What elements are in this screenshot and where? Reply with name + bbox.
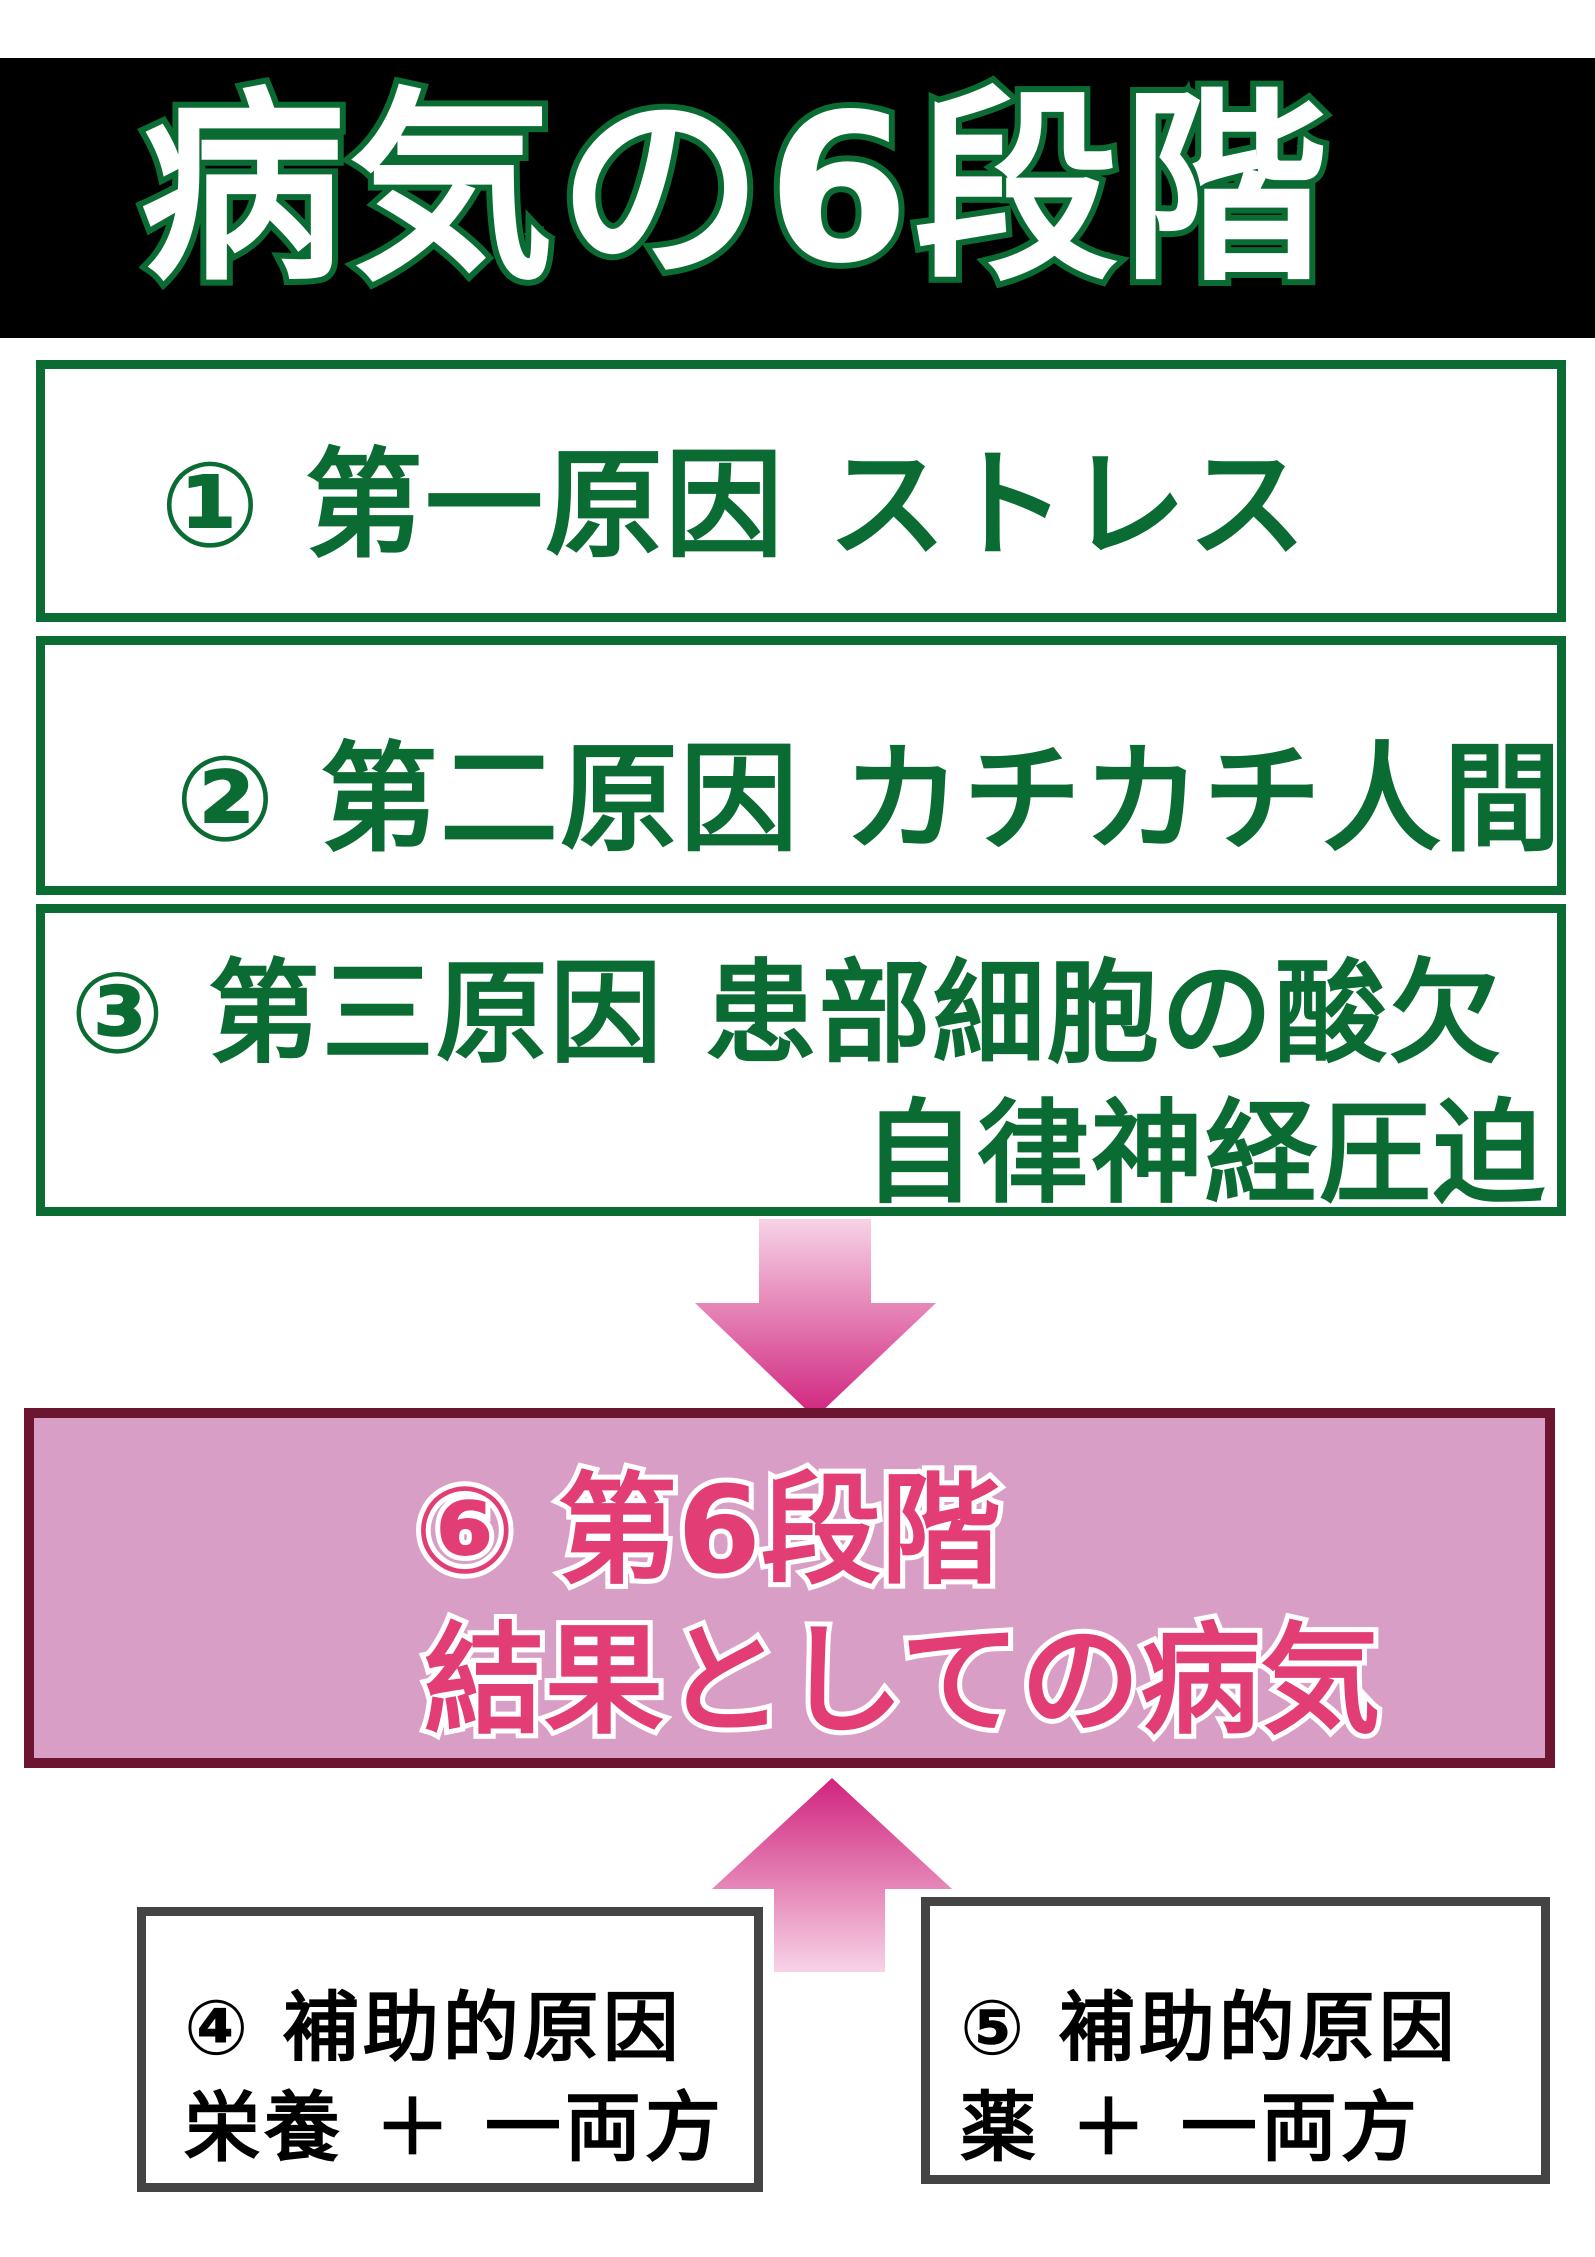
stage-3-box: ③ 第三原因 患部細胞の酸欠 自律神経圧迫 [36,904,1566,1219]
stage-5-box: ⑤ 補助的原因 薬 ＋ 一両方 [921,1897,1550,2184]
stage-5-line2: 薬 ＋ 一両方 [960,2083,1421,2172]
stage-6-label: ⑥ 第6段階 [409,1457,1006,1606]
page-title: 病気の6段階 [134,65,1334,315]
up-arrow-icon [712,1778,952,1972]
stage-3-line2: 自律神経圧迫 [863,1089,1547,1219]
stage-2-box: ② 第二原因 カチカチ人間 [36,636,1566,895]
stage-5-label: ⑤ 補助的原因 [960,1983,1459,2072]
stage-4-label: ④ 補助的原因 [184,1983,683,2072]
stage-1-label: ① 第一原因 ストレス [160,436,1309,574]
stage-6-box: ⑥ 第6段階 結果としての病気 [24,1408,1555,1768]
down-arrow-icon [695,1219,936,1418]
stage-4-box: ④ 補助的原因 栄養 ＋ 一両方 [137,1907,763,2192]
stage-4-line2: 栄養 ＋ 一両方 [184,2083,725,2172]
title-banner [0,58,1595,338]
stage-3-label: ③ 第三原因 患部細胞の酸欠 [70,949,1503,1079]
stage-6-line2: 結果としての病気 [419,1607,1385,1756]
stage-2-label: ② 第二原因 カチカチ人間 [175,730,1564,868]
stage-1-box: ① 第一原因 ストレス [36,360,1566,622]
